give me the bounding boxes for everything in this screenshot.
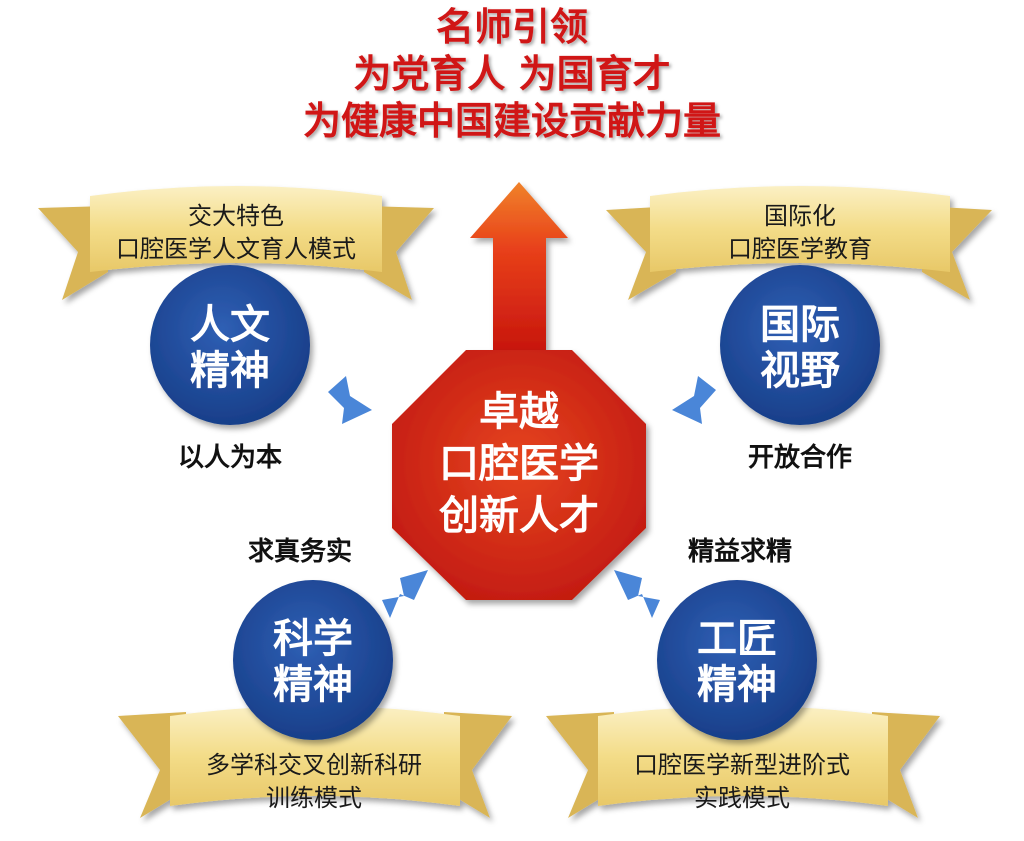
- banner-science: [118, 706, 512, 818]
- arrow-science: [382, 570, 428, 618]
- motto-craftsman: 精益求精: [688, 537, 792, 567]
- motto-science: 求真务实: [248, 536, 352, 567]
- circle-craftsman: [657, 580, 817, 740]
- circle-craftsman-line-2: 精神: [697, 662, 777, 708]
- banner-humanities-line-1: 交大特色: [188, 202, 284, 230]
- center-octagon: [392, 350, 646, 600]
- banner-international-line-2: 口腔医学教育: [728, 235, 872, 263]
- arrow-craftsman: [614, 570, 660, 618]
- motto-international: 开放合作: [748, 442, 852, 473]
- banner-international-line-1: 国际化: [764, 202, 836, 230]
- circle-craftsman-line-1: 工匠: [697, 616, 777, 662]
- title-line-3: 为健康中国建设贡献力量: [303, 99, 721, 143]
- circle-international: [720, 265, 880, 425]
- title-block: 名师引领 为党育人 为国育才 为健康中国建设贡献力量: [303, 5, 721, 143]
- motto-humanities: 以人为本: [178, 443, 282, 473]
- center-line-2: 口腔医学: [439, 441, 599, 487]
- circle-science: [233, 580, 393, 740]
- pillar-science: 求真务实 科学 精神 多学科交叉创新科研 训练模式: [118, 536, 512, 818]
- circle-international-line-1: 国际: [760, 302, 840, 348]
- banner-international: [606, 186, 992, 300]
- circle-humanities-line-2: 精神: [190, 348, 270, 394]
- circle-science-line-2: 精神: [273, 662, 353, 708]
- banner-science-line-1: 多学科交叉创新科研: [206, 751, 422, 779]
- circle-humanities: [150, 265, 310, 425]
- center-line-3: 创新人才: [439, 493, 599, 539]
- banner-humanities-line-2: 口腔医学人文育人模式: [116, 235, 356, 263]
- title-line-2: 为党育人 为国育才: [353, 52, 670, 96]
- banner-craftsman: [546, 706, 940, 818]
- banner-craftsman-line-1: 口腔医学新型进阶式: [634, 751, 850, 779]
- banner-humanities: [38, 186, 434, 300]
- circle-humanities-line-1: 人文: [190, 302, 270, 348]
- upward-arrow: [470, 182, 568, 350]
- arrow-international: [672, 376, 716, 424]
- circle-science-line-1: 科学: [273, 616, 353, 662]
- banner-craftsman-line-2: 实践模式: [694, 784, 790, 812]
- pillar-humanities: 交大特色 口腔医学人文育人模式 人文 精神 以人为本: [38, 186, 434, 473]
- center-label: 卓越 口腔医学 创新人才: [439, 389, 599, 539]
- pillar-craftsman: 精益求精 工匠 精神 口腔医学新型进阶式 实践模式: [546, 537, 940, 818]
- title-line-1: 名师引领: [436, 5, 588, 49]
- center-line-1: 卓越: [479, 389, 559, 435]
- arrow-humanities: [328, 376, 372, 424]
- banner-science-line-2: 训练模式: [266, 784, 362, 812]
- pillar-international: 国际化 口腔医学教育 国际 视野 开放合作: [606, 186, 992, 473]
- circle-international-line-2: 视野: [760, 348, 840, 394]
